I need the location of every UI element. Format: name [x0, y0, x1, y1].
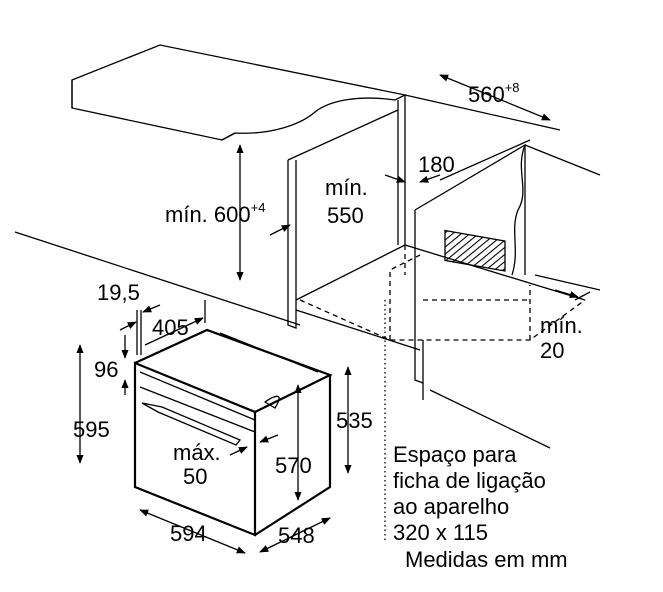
oven	[133, 328, 333, 537]
label-max-50-line1: máx.	[173, 440, 221, 465]
label-min-20-line1: mín.	[540, 313, 583, 338]
note-line-3: ao aparelho	[393, 494, 509, 519]
dimension-lines	[76, 74, 591, 554]
label-595: 595	[73, 417, 110, 442]
label-min-depth-550-line2: 550	[327, 203, 364, 228]
label-width-560: 560+8	[468, 80, 520, 107]
note-line-2: ficha de ligação	[393, 468, 546, 493]
label-max-50-line2: 50	[183, 464, 207, 489]
label-19-5: 19,5	[97, 280, 140, 305]
label-405: 405	[152, 315, 189, 340]
label-min-height-600: mín. 600+4	[165, 200, 265, 227]
label-535: 535	[336, 408, 373, 433]
note-line-1: Espaço para	[393, 442, 517, 467]
label-570: 570	[275, 453, 312, 478]
label-594: 594	[170, 521, 207, 546]
note-line-4: 320 x 115	[393, 520, 488, 545]
label-96: 96	[94, 357, 118, 382]
units-note: Medidas em mm	[405, 547, 568, 572]
label-min-depth-550-line1: mín.	[325, 175, 368, 200]
label-gap-180: 180	[418, 152, 455, 177]
cabinet-niche	[14, 94, 601, 540]
countertop	[71, 44, 407, 141]
label-min-20-line2: 20	[540, 338, 564, 363]
label-548: 548	[278, 523, 315, 548]
